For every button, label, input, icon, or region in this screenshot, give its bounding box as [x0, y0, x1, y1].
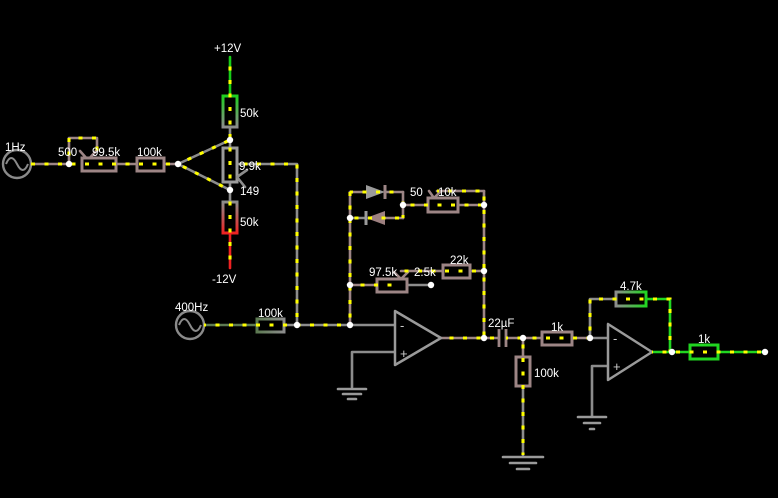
diode-forward[interactable] [366, 185, 387, 199]
resistor-100k-input1[interactable] [135, 156, 166, 173]
ac-source-400hz[interactable] [174, 309, 206, 341]
current-dots-layer [31, 57, 765, 455]
ground-1[interactable] [336, 387, 368, 401]
label-pot3-b: 10k [438, 187, 457, 199]
label-400hz: 400Hz [175, 302, 208, 314]
label-r-1k-out: 1k [698, 334, 710, 346]
labels-layer: 1Hz 500 99.5k 100k +12V 50k 9.9k 149 50k… [5, 43, 710, 380]
diode-reverse[interactable] [364, 211, 385, 225]
ground-2[interactable] [501, 455, 545, 471]
label-r-22k: 22k [450, 255, 469, 267]
resistor-22k[interactable] [441, 263, 472, 280]
ac-source-1hz[interactable] [1, 148, 33, 180]
label-minus12v: -12V [212, 274, 237, 286]
label-cap: 22µF [488, 318, 514, 330]
label-pot4-a: 97.5k [369, 267, 397, 279]
label-pot3-a: 50 [410, 187, 423, 199]
label-pot4-b: 2.5k [414, 267, 436, 279]
wires-layer[interactable] [29, 55, 767, 457]
label-r-4-7k: 4.7k [620, 281, 642, 293]
potentiometer-feedback-100k[interactable] [375, 277, 409, 294]
label-plus12v: +12V [214, 43, 242, 55]
opamp1-minus-sign: - [400, 318, 404, 333]
label-pot1-b: 99.5k [92, 147, 120, 159]
terminal-posts [65, 136, 769, 356]
label-1hz: 1Hz [5, 142, 26, 154]
label-r-input2: 100k [258, 308, 283, 320]
label-pot1-a: 500 [58, 147, 77, 159]
opamp2-minus-sign: - [613, 331, 617, 346]
capacitor-22uf[interactable] [497, 329, 508, 347]
label-r-100k-load: 100k [534, 368, 559, 380]
label-r-1k-series: 1k [551, 322, 563, 334]
resistor-1k-series[interactable] [540, 330, 574, 347]
label-r-pullup: 50k [240, 108, 259, 120]
opamp-1[interactable] [393, 309, 443, 367]
label-pot2-a: 9.9k [239, 161, 261, 173]
ground-3[interactable] [576, 415, 608, 431]
opamp2-plus-sign: + [613, 359, 621, 374]
label-r-pulldown: 50k [240, 217, 259, 229]
label-r-input1: 100k [137, 147, 162, 159]
label-pot2-b: 149 [240, 186, 259, 198]
opamp-2[interactable] [606, 322, 654, 382]
opamp1-plus-sign: + [400, 346, 408, 361]
